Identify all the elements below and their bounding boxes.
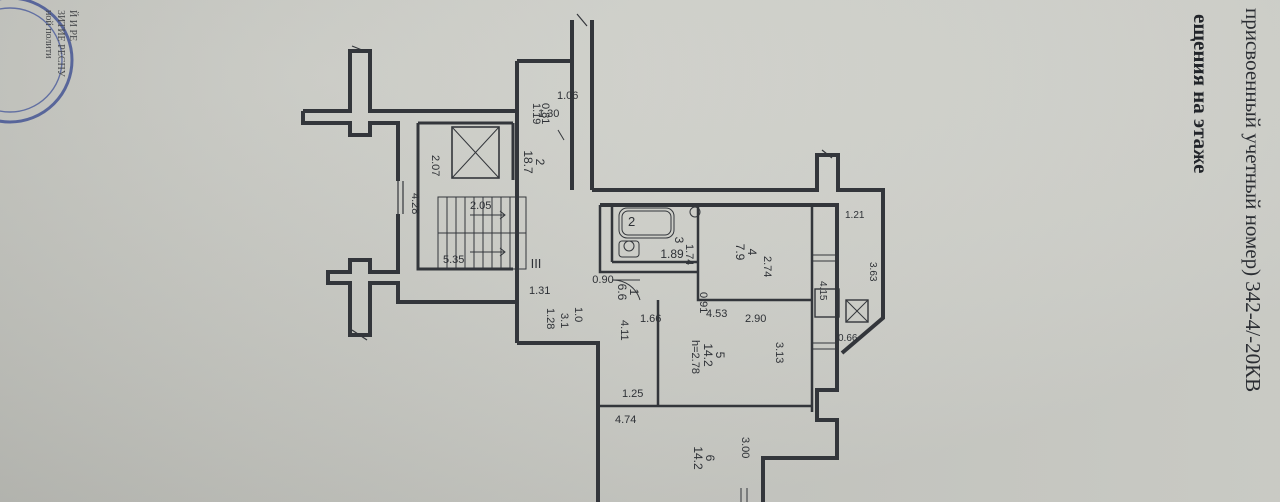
dim-0-90: 0.90 <box>592 274 613 286</box>
stamp-line-1: ной полити <box>43 10 54 59</box>
header-line-2: ещения на этаже <box>1189 14 1213 173</box>
room-area-hall: 6.6 <box>615 284 629 301</box>
room-number-wc: 2 <box>628 214 635 229</box>
room-number-bedroom: 6 <box>703 455 717 462</box>
floor-plan <box>301 13 885 502</box>
dim-4-28: 4.28 <box>409 193 421 214</box>
room-number-stair: 2 <box>533 159 547 166</box>
bath-fixtures <box>618 206 701 258</box>
dim-4-53: 4.53 <box>706 308 727 320</box>
dim-1-21: 1.21 <box>845 210 865 221</box>
room-area-stair: 18.7 <box>521 150 535 174</box>
room-labels: 2 18.7 III 1 6.6 2 3 1.89 4 7.9 5 14.2 6… <box>521 150 759 470</box>
dim-1-30: 1.30 <box>538 108 559 120</box>
dim-3-13: 3.13 <box>773 342 785 363</box>
dim-3-00: 3.00 <box>739 437 751 458</box>
dim-2-90: 2.90 <box>745 313 766 325</box>
dim-0-66: 0.66 <box>838 333 858 344</box>
room-area-kitchen: 7.9 <box>733 244 747 261</box>
dim-3-63: 3.63 <box>867 262 878 282</box>
interior-partitions <box>598 205 814 412</box>
apartment-walls <box>592 153 885 502</box>
staircase <box>437 196 527 270</box>
dim-2-07: 2.07 <box>429 155 441 176</box>
dim-3-1: 3.1 <box>558 313 570 328</box>
ventilation-shaft <box>845 299 869 323</box>
dim-4-74: 4.74 <box>615 414 636 426</box>
dim-1-66: 1.66 <box>640 313 661 325</box>
dim-1-06: 1.06 <box>557 90 578 102</box>
dim-2-05: 2.05 <box>470 200 491 212</box>
header-line-1: присвоенный учетный номер) 342-4/-20КВ <box>1241 8 1265 392</box>
dim-1-25: 1.25 <box>622 388 643 400</box>
stamp-line-3: Й И РЕ <box>67 10 79 41</box>
dim-0-91: 0.91 <box>697 292 709 313</box>
dim-1-0: 1.0 <box>572 307 584 322</box>
ceiling-height: h=2.78 <box>689 340 701 374</box>
stamp-line-2: ЗИТИЕ РЕСПУ <box>55 10 66 78</box>
corridor-walls <box>515 20 594 345</box>
room-number-living: 5 <box>713 352 727 359</box>
dim-2-74: 2.74 <box>761 256 773 277</box>
stair-label: III <box>531 256 542 271</box>
room-number-hall: 1 <box>627 289 641 296</box>
sheet-header: присвоенный учетный номер) 342-4/-20КВ е… <box>1189 8 1265 392</box>
window-openings <box>557 129 838 502</box>
dim-4-15: 4.15 <box>817 281 828 301</box>
dim-5-35: 5.35 <box>443 254 464 266</box>
blue-stamp: ной полити ЗИТИЕ РЕСПУ Й И РЕ <box>0 0 79 124</box>
elevator-shaft <box>451 126 500 179</box>
room-number-bath: 3 <box>672 237 686 244</box>
dim-1-31: 1.31 <box>529 285 550 297</box>
dim-1-74: 1.74 <box>683 244 695 265</box>
room-number-kitchen: 4 <box>745 249 759 256</box>
stairwell-walls <box>301 49 517 337</box>
dim-1-28: 1.28 <box>544 308 556 329</box>
room-area-bedroom: 14.2 <box>691 446 705 470</box>
dim-4-11: 4.11 <box>618 320 630 341</box>
dimension-labels: 1.06 0.81 1.19 1.30 2.07 4.28 2.05 5.35 … <box>409 90 878 458</box>
room-area-bath: 1.89 <box>660 247 684 261</box>
dim-0-81: 0.81 <box>539 103 551 124</box>
dim-1-19: 1.19 <box>530 103 542 124</box>
room-area-living: 14.2 <box>701 343 715 367</box>
